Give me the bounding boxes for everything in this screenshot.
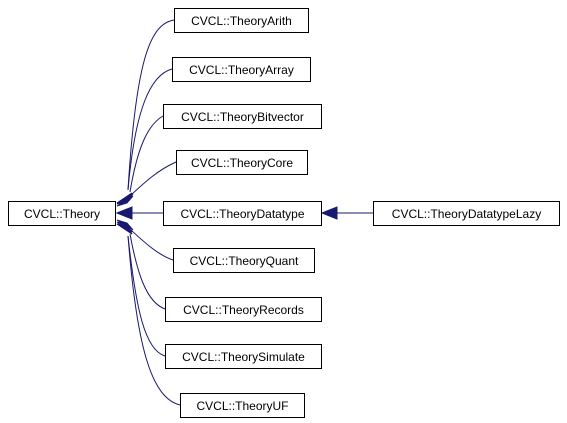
edge-core-to-theory	[130, 161, 177, 196]
node-theory-simulate-label: CVCL::TheorySimulate	[182, 350, 305, 364]
nodes-layer: CVCL::Theory CVCL::TheoryArith CVCL::The…	[8, 8, 560, 418]
edge-records-to-theory	[129, 233, 166, 310]
edge-quant-to-theory	[130, 229, 174, 261]
node-theory-quant[interactable]: CVCL::TheoryQuant	[173, 248, 315, 273]
node-theory-label: CVCL::Theory	[24, 207, 100, 221]
node-theory-arith-box	[174, 8, 309, 33]
node-theory-uf-box	[180, 393, 305, 418]
node-theory-uf-label: CVCL::TheoryUF	[196, 399, 288, 413]
node-theory-uf[interactable]: CVCL::TheoryUF	[180, 393, 305, 418]
node-theory[interactable]: CVCL::Theory	[8, 201, 116, 226]
edge-datatype-to-theory-arrowhead	[115, 206, 133, 220]
node-theory-datatype-lazy[interactable]: CVCL::TheoryDatatypeLazy	[373, 201, 560, 226]
edges-layer	[115, 19, 373, 406]
edge-datatypelazy-to-datatype-arrowhead	[320, 206, 338, 220]
node-theory-simulate[interactable]: CVCL::TheorySimulate	[165, 344, 322, 369]
node-theory-datatype[interactable]: CVCL::TheoryDatatype	[163, 201, 322, 226]
node-theory-quant-label: CVCL::TheoryQuant	[190, 254, 299, 268]
edge-uf-to-theory-arrowhead	[116, 223, 133, 235]
edge-array-to-theory	[127, 68, 173, 191]
node-theory-bitvector[interactable]: CVCL::TheoryBitvector	[163, 104, 322, 129]
node-theory-bitvector-box	[163, 104, 322, 129]
node-theory-array-label: CVCL::TheoryArray	[189, 63, 294, 77]
node-theory-records-label: CVCL::TheoryRecords	[183, 303, 304, 317]
node-theory-box	[8, 201, 116, 226]
node-theory-records[interactable]: CVCL::TheoryRecords	[165, 297, 322, 322]
node-theory-array-box	[172, 57, 311, 82]
edge-core-to-theory-arrowhead	[116, 195, 134, 207]
edge-bitvector-to-theory	[129, 115, 164, 193]
node-theory-array[interactable]: CVCL::TheoryArray	[172, 57, 311, 82]
edge-uf-to-theory	[127, 235, 181, 406]
node-theory-bitvector-label: CVCL::TheoryBitvector	[181, 110, 304, 124]
node-theory-datatype-box	[163, 201, 322, 226]
node-theory-quant-box	[173, 248, 315, 273]
node-theory-records-box	[165, 297, 322, 322]
node-theory-arith[interactable]: CVCL::TheoryArith	[174, 8, 309, 33]
edge-simulate-to-theory	[127, 235, 166, 357]
node-theory-core[interactable]: CVCL::TheoryCore	[176, 150, 308, 175]
node-theory-core-label: CVCL::TheoryCore	[191, 156, 293, 170]
node-theory-core-box	[176, 150, 308, 175]
node-theory-datatype-lazy-label: CVCL::TheoryDatatypeLazy	[392, 207, 541, 221]
edge-arith-to-theory	[127, 19, 175, 191]
node-theory-datatype-lazy-box	[373, 201, 560, 226]
node-theory-arith-label: CVCL::TheoryArith	[191, 14, 292, 28]
node-theory-datatype-label: CVCL::TheoryDatatype	[180, 207, 304, 221]
node-theory-simulate-box	[165, 344, 322, 369]
